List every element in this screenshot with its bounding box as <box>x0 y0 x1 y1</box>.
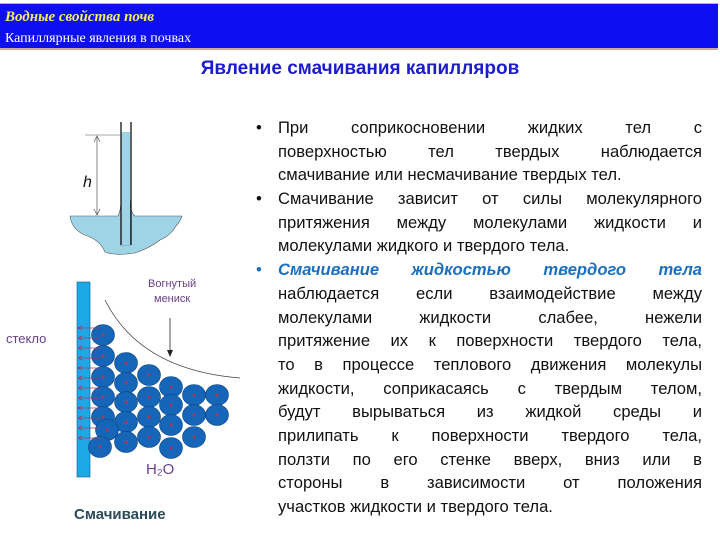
glass-label: стекло <box>6 331 47 346</box>
meniscus-label-line2: мениск <box>154 293 191 305</box>
force-dot <box>192 413 196 417</box>
subsection-title: Капиллярные явления в почвах <box>5 31 192 46</box>
bullet-icon: • <box>256 118 262 137</box>
text-line: Смачивание зависит от силы молекулярного <box>278 189 702 209</box>
force-dot <box>169 423 173 427</box>
highlighted-term: Смачивание жидкостью твердого тела <box>278 260 702 280</box>
text-line: При соприкосновении жидких тел с <box>278 118 702 137</box>
text-line: молекулами жидкого и твердого тела. <box>278 236 570 256</box>
text-line: прилипать к поверхности твердого тела, <box>278 425 702 445</box>
arrow-head-icon <box>77 395 83 401</box>
force-dot <box>101 333 105 337</box>
arrow-head-icon <box>77 435 83 441</box>
text-line: будут вырываться из жидкой среды и <box>278 402 702 422</box>
force-dot <box>124 420 128 424</box>
text-line: притяжения между молекулами жидкости и <box>278 212 702 232</box>
text-line: жидкости, соприкасаясь с твердым телом, <box>278 378 702 398</box>
figure-caption: Смачивание <box>74 506 166 523</box>
force-dot <box>215 393 219 397</box>
force-dot <box>124 400 128 404</box>
force-dot <box>147 395 151 399</box>
arrow-head-icon <box>77 405 83 411</box>
force-dot <box>147 415 151 419</box>
force-dot <box>169 403 173 407</box>
bullet-item: • При соприкосновении жидких тел с поверхн… <box>256 116 702 187</box>
arrow-head-icon <box>77 355 83 361</box>
force-dot <box>215 413 219 417</box>
text-line: то в процессе теплового движения молекул… <box>278 354 702 374</box>
text-line: участков жидкости и твердого тела. <box>278 497 553 516</box>
force-dot <box>101 354 105 358</box>
arrow-head-icon <box>77 415 83 421</box>
text-line: притяжение их к поверхности твердого тел… <box>278 331 702 351</box>
slide-header: Водные свойства почв Капиллярные явления… <box>0 3 718 50</box>
bullet-icon: • <box>256 260 262 280</box>
text-line: молекулами жидкости слабее, нежели <box>278 307 702 327</box>
text-line: наблюдается если взаимодействие между <box>278 283 702 303</box>
meniscus-label-line1: Вогнутый <box>148 278 197 290</box>
force-dot <box>98 445 102 449</box>
text-line: стороны в зависимости от положения <box>278 473 702 493</box>
force-dot <box>124 381 128 385</box>
arrow-head-icon <box>77 335 83 341</box>
bullet-icon: • <box>256 189 262 209</box>
bullet-list: • При соприкосновении жидких тел с поверхн… <box>256 116 702 519</box>
arrow-head-icon <box>77 345 83 351</box>
force-dot <box>101 395 105 399</box>
slide-title: Явление смачивания капилляров <box>200 58 520 79</box>
force-dot <box>124 361 128 365</box>
force-dot <box>124 440 128 444</box>
bullet-item: • Смачивание зависит от силы молекулярног… <box>256 187 702 258</box>
arrow-head-icon <box>77 375 83 381</box>
section-title: Водные свойства почв <box>5 9 155 25</box>
arrow-head-icon <box>77 425 83 431</box>
force-dot <box>147 435 151 439</box>
arrow-head-icon <box>77 385 83 391</box>
water-label: H₂O <box>146 461 175 478</box>
force-dot <box>101 375 105 379</box>
force-dot <box>169 446 173 450</box>
force-dot <box>192 435 196 439</box>
arrow-head-icon <box>77 325 83 331</box>
bullet-item: • Смачивание жидкостью твердого тела наблю… <box>256 258 702 519</box>
text-line: ползти по его стенке вверх, вниз или в <box>278 449 702 469</box>
capillary-diagram: h <box>69 122 241 478</box>
concave-meniscus <box>104 299 241 379</box>
arrow-head-icon <box>77 365 83 371</box>
text-line: смачивание или несмачивание твердых тел. <box>278 165 622 185</box>
force-dot <box>105 428 109 432</box>
text-line: поверхностью тел твердых наблюдается <box>278 141 702 161</box>
force-dot <box>101 415 105 419</box>
capillary-tube-figure: h <box>69 122 183 255</box>
liquid-column <box>121 132 130 245</box>
glass-wall <box>76 281 91 478</box>
force-dot <box>147 373 151 377</box>
force-dot <box>192 393 196 397</box>
force-dot <box>169 385 173 389</box>
wetting-figure <box>76 281 241 478</box>
height-label: h <box>83 174 92 191</box>
